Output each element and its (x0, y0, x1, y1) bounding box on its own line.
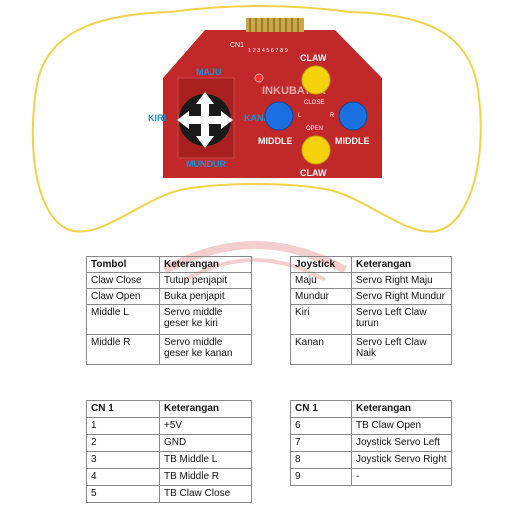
table-cell: GND (159, 434, 252, 452)
table-row: 5 TB Claw Close (86, 485, 252, 503)
label-claw-top: CLAW (300, 53, 327, 63)
label-middle-right: MIDDLE (335, 136, 370, 146)
table-cell: 7 (290, 434, 352, 452)
table-joystick: Joystick Keterangan Maju Servo Right Maj… (290, 256, 452, 365)
table-header: Tombol (86, 256, 160, 273)
table-cell: Kanan (290, 334, 352, 365)
table-cell: 5 (86, 485, 160, 503)
table-cell: TB Claw Open (351, 417, 452, 435)
table-row: 8 Joystick Servo Right (290, 451, 452, 469)
table-row: 1 +5V (86, 417, 252, 435)
middle-right-button[interactable] (338, 101, 368, 131)
table-row: Maju Servo Right Maju (290, 272, 452, 289)
table-cell: 4 (86, 468, 160, 486)
table-cell: Middle L (86, 304, 160, 335)
table-cell: Mundur (290, 288, 352, 305)
table-header: CN 1 (290, 400, 352, 418)
table-cell: TB Middle R (159, 468, 252, 486)
table-cell: 3 (86, 451, 160, 469)
table-header: CN 1 (86, 400, 160, 418)
table-header: Keterangan (159, 256, 252, 273)
table-row: Claw Open Buka penjapit (86, 288, 252, 305)
middle-left-button[interactable] (264, 101, 294, 131)
claw-open-button[interactable] (301, 65, 331, 95)
cn1-connector (246, 18, 304, 32)
table-cell: Servo middle geser ke kiri (159, 304, 252, 335)
table-cell: TB Claw Close (159, 485, 252, 503)
table-cell: 9 (290, 468, 352, 486)
table-cell: 6 (290, 417, 352, 435)
controller-diagram: CN1 1 2 3 4 5 6 7 8 9 MAJU MUNDUR KIRI K… (31, 5, 482, 233)
table-cell: Claw Open (86, 288, 160, 305)
table-cell: Servo middle geser ke kanan (159, 334, 252, 365)
label-l: L (298, 113, 302, 119)
label-kiri: KIRI (148, 113, 166, 123)
table-cn1-a: CN 1 Keterangan 1 +5V 2 GND 3 TB Middle … (86, 400, 252, 503)
led-indicator (254, 73, 264, 83)
table-cell: Maju (290, 272, 352, 289)
table-cell: Servo Right Mundur (351, 288, 452, 305)
claw-close-button[interactable] (301, 135, 331, 165)
table-row: Claw Close Tutup penjapit (86, 272, 252, 289)
table-cell: TB Middle L (159, 451, 252, 469)
table-row: 7 Joystick Servo Left (290, 434, 452, 452)
gamepad-outline (31, 5, 482, 233)
table-cell: Tutup penjapit (159, 272, 252, 289)
table-row: Kiri Servo Left Claw turun (290, 304, 452, 335)
table-cell: +5V (159, 417, 252, 435)
label-middle-left: MIDDLE (258, 136, 293, 146)
table-row: 9 - (290, 468, 452, 486)
table-cn1-b: CN 1 Keterangan 6 TB Claw Open 7 Joystic… (290, 400, 452, 486)
table-cell: Kiri (290, 304, 352, 335)
label-kanan: KANAN (244, 113, 277, 123)
cn1-label: CN1 (230, 42, 244, 49)
table-cell: 8 (290, 451, 352, 469)
pin-numbers: 1 2 3 4 5 6 7 8 9 (248, 48, 288, 54)
label-close: CLOSE (304, 100, 324, 106)
table-row: Mundur Servo Right Mundur (290, 288, 452, 305)
table-cell: Servo Right Maju (351, 272, 452, 289)
table-row: Middle L Servo middle geser ke kiri (86, 304, 252, 335)
joystick-arrows-icon (177, 92, 233, 148)
table-header: Keterangan (159, 400, 252, 418)
table-cell: 2 (86, 434, 160, 452)
table-row: 2 GND (86, 434, 252, 452)
table-header: Joystick (290, 256, 352, 273)
table-cell: Claw Close (86, 272, 160, 289)
table-tombol: Tombol Keterangan Claw Close Tutup penja… (86, 256, 252, 365)
table-cell: - (351, 468, 452, 486)
table-row: 4 TB Middle R (86, 468, 252, 486)
table-header: Keterangan (351, 256, 452, 273)
table-row: Middle R Servo middle geser ke kanan (86, 334, 252, 365)
table-row: 6 TB Claw Open (290, 417, 452, 435)
label-maju: MAJU (196, 67, 222, 77)
table-cell: Joystick Servo Right (351, 451, 452, 469)
table-cell: 1 (86, 417, 160, 435)
label-r: R (330, 113, 335, 119)
table-cell: Buka penjapit (159, 288, 252, 305)
table-row: 3 TB Middle L (86, 451, 252, 469)
table-cell: Joystick Servo Left (351, 434, 452, 452)
label-open: OPEN (306, 126, 323, 132)
table-cell: Servo Left Claw turun (351, 304, 452, 335)
table-cell: Middle R (86, 334, 160, 365)
label-mundur: MUNDUR (186, 159, 226, 169)
table-header: Keterangan (351, 400, 452, 418)
table-row: Kanan Servo Left Claw Naik (290, 334, 452, 365)
label-claw-bottom: CLAW (300, 168, 327, 178)
table-cell: Servo Left Claw Naik (351, 334, 452, 365)
